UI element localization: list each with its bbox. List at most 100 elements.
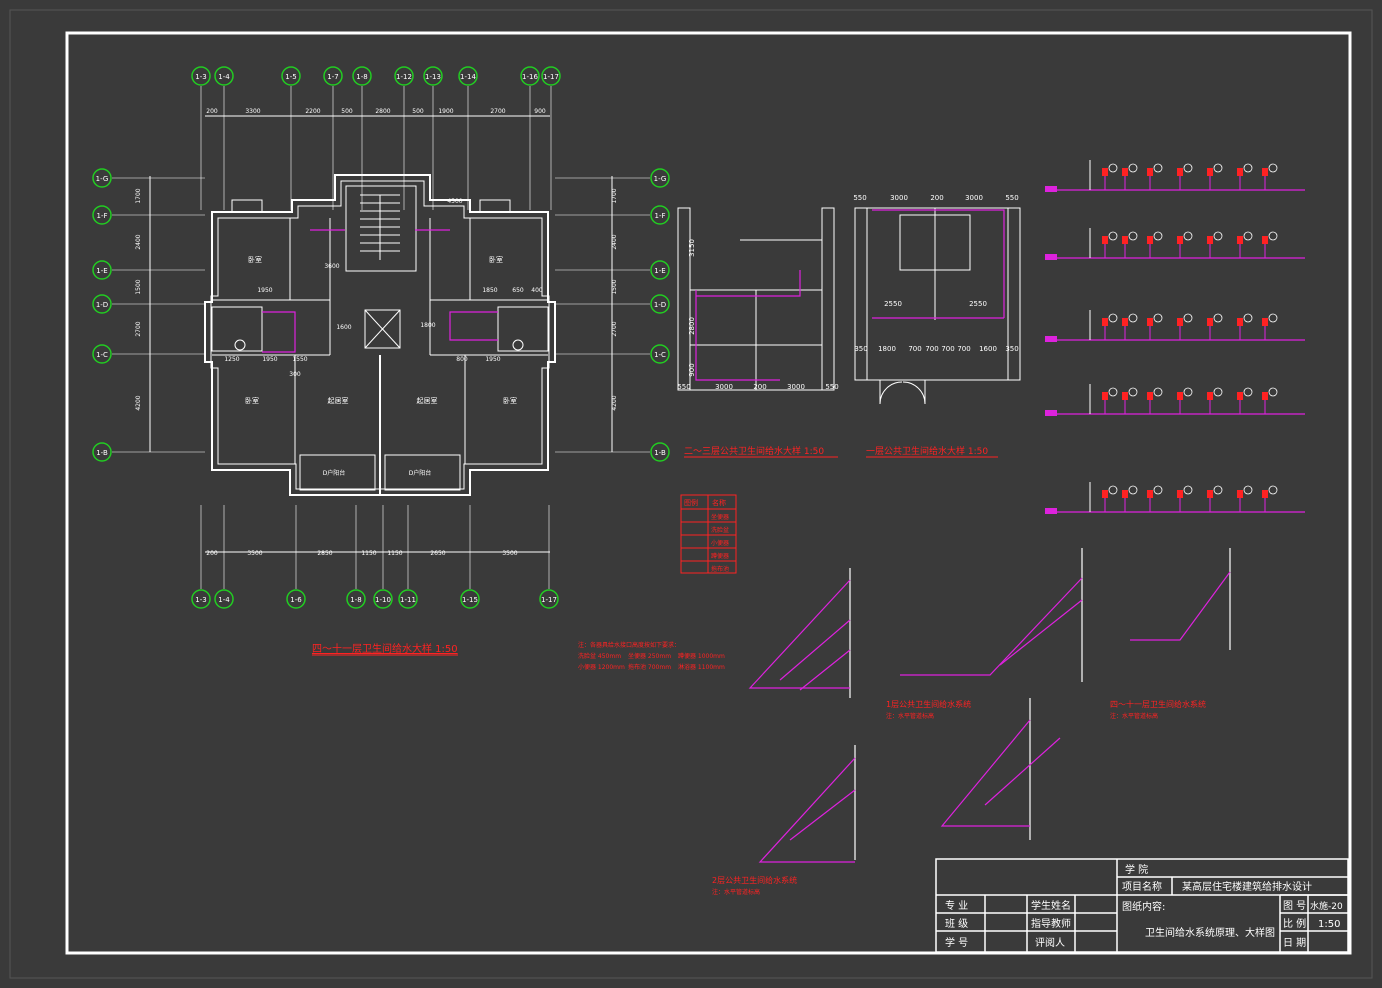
riser-source	[1045, 508, 1057, 514]
riser-valve	[1237, 490, 1243, 498]
tb-drawing-no-label: 图 号	[1283, 900, 1306, 912]
riser-valve	[1122, 392, 1128, 400]
riser-valve	[1102, 168, 1108, 176]
toilet-dim: 1800	[878, 345, 896, 353]
dim-text: 1150	[361, 550, 376, 557]
plan-caption: 四～十一层卫生间给水大样 1:50	[312, 642, 458, 655]
inner-dim-text: 1850	[482, 287, 497, 294]
fixture-symbol	[1243, 387, 1253, 397]
riser-valve	[1177, 168, 1183, 176]
fixture-symbol	[1153, 387, 1163, 397]
axis-bubble	[650, 168, 670, 188]
axis-bubble	[650, 294, 670, 314]
axis-label: 1-E	[96, 267, 107, 275]
iso-branch	[900, 577, 1083, 676]
fixture-symbol	[1183, 313, 1193, 323]
legend-row: 坐便器	[711, 513, 729, 521]
toilet-caption-left: 二～三层公共卫生间给水大样 1:50	[684, 445, 824, 457]
fixture-symbol	[1243, 485, 1253, 495]
legend-row: 小便器	[711, 539, 729, 547]
fixture-symbol	[1108, 163, 1118, 173]
balcony-label: D户阳台	[323, 469, 346, 477]
inner-dim-text: 800	[456, 356, 468, 363]
axis-bubble	[92, 205, 112, 225]
iso-branch	[1130, 571, 1231, 641]
tb-row-label: 专 业	[945, 899, 968, 912]
riser-valve	[1262, 168, 1268, 176]
fixture-symbol	[1268, 163, 1278, 173]
dim-text: 1150	[387, 550, 402, 557]
dim-text: 1700	[135, 188, 142, 203]
dim-text: 900	[534, 108, 546, 115]
axis-bubble	[650, 205, 670, 225]
dim-text: 2400	[135, 234, 142, 249]
bathroom-right	[497, 306, 549, 352]
axis-bubble	[92, 260, 112, 280]
axis-label: 1-F	[654, 212, 665, 220]
dim-text: 1500	[135, 279, 142, 294]
axis-bubble	[281, 66, 301, 86]
dim-text: 1900	[438, 108, 453, 115]
dim-text: 2650	[430, 550, 445, 557]
axis-bubble	[520, 66, 540, 86]
door-swing	[902, 381, 926, 405]
dim-text: 200	[206, 550, 218, 557]
toilet-dim: 550	[677, 383, 690, 391]
axis-bubble	[191, 589, 211, 609]
axis-bubble	[92, 344, 112, 364]
iso-caption-1: 1层公共卫生间给水系统	[886, 699, 971, 709]
tb-content-label: 图纸内容:	[1122, 900, 1165, 913]
riser-valve	[1177, 392, 1183, 400]
axis-bubble	[92, 168, 112, 188]
dim-text: 2800	[375, 108, 390, 115]
fixture-symbol	[1243, 231, 1253, 241]
toilet-dim: 700	[941, 345, 954, 353]
fixture-symbol	[1153, 485, 1163, 495]
dim-text: 2200	[305, 108, 320, 115]
dim-text: 3500	[502, 550, 517, 557]
fixture-symbol	[1108, 387, 1118, 397]
riser-source	[1045, 186, 1057, 192]
dim-text: 2700	[611, 321, 618, 336]
fixture-symbol	[1243, 163, 1253, 173]
axis-label: 1-G	[96, 175, 109, 183]
riser-diagrams	[1045, 160, 1305, 514]
dim-text: 2850	[317, 550, 332, 557]
legend-table	[680, 494, 737, 574]
axis-bubble	[423, 66, 443, 86]
toilet-right	[512, 339, 524, 351]
axis-label: 1-4	[218, 596, 230, 604]
axis-label: 1-8	[356, 73, 367, 81]
toilet-pipes	[695, 209, 1005, 381]
toilet-dim: 1600	[979, 345, 997, 353]
inner-dim-text: 1550	[292, 356, 307, 363]
toilet-dim: 900	[688, 363, 696, 376]
iso-caption-3-sub: 注：水平管道标高	[712, 888, 760, 896]
dim-text: 3500	[247, 550, 262, 557]
dim-text: 2700	[490, 108, 505, 115]
stair-treads	[360, 194, 400, 260]
fixture-symbol	[1268, 387, 1278, 397]
axis-bubble	[650, 260, 670, 280]
fixture-symbol	[1213, 313, 1223, 323]
toilet-left	[234, 339, 246, 351]
axis-bubble	[214, 66, 234, 86]
dim-text: 2400	[611, 234, 618, 249]
riser-valve	[1237, 236, 1243, 244]
legend-row: 洗脸盆	[711, 526, 729, 534]
dim-text: 1700	[611, 188, 618, 203]
fixture-symbol	[1268, 485, 1278, 495]
room-label: 卧室	[245, 396, 259, 405]
toilet-caption-right: 一层公共卫生间给水大样 1:50	[866, 445, 988, 457]
riser-valve	[1177, 490, 1183, 498]
tb-school: 学 院	[1125, 863, 1148, 876]
plan-pipes	[262, 229, 498, 353]
axis-label: 1-C	[96, 351, 108, 359]
toilet-dim: 700	[925, 345, 938, 353]
title-block-frame	[935, 858, 1349, 953]
text-layer: 四～十一层卫生间给水大样 1:50 二～三层公共卫生间给水大样 1:50 一层公…	[312, 445, 1343, 949]
riser-valve	[1122, 318, 1128, 326]
notes-line: 洗脸盆 450mm	[578, 652, 621, 660]
fixture-symbol	[1213, 485, 1223, 495]
